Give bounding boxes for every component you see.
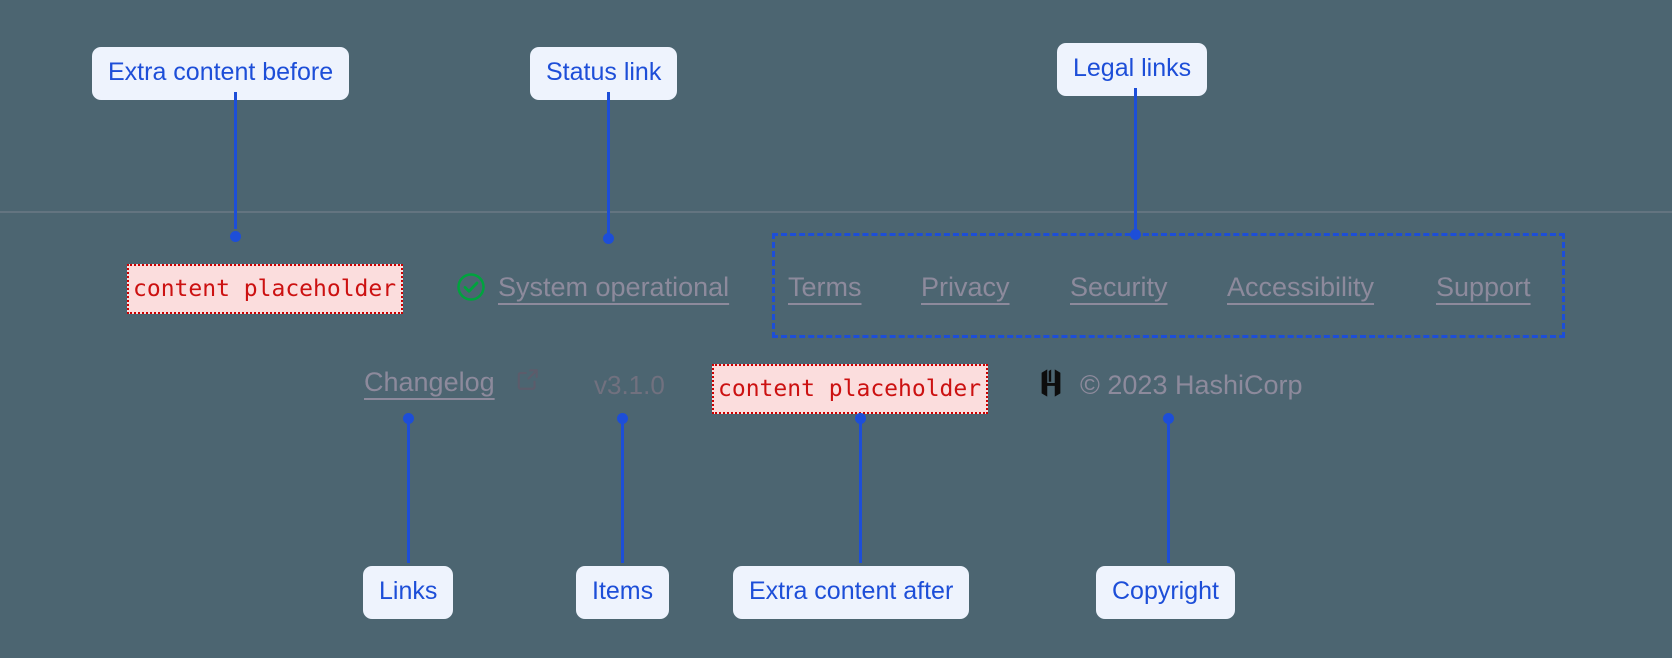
leader-line-legal-links (1134, 88, 1137, 233)
legal-links-highlight-box (772, 233, 1565, 338)
hashicorp-logo-icon (1036, 367, 1066, 399)
callout-legal-links: Legal links (1057, 43, 1208, 96)
leader-line-extra-content-before (234, 92, 237, 229)
legal-link-terms[interactable]: Terms (788, 272, 862, 302)
legal-link-support[interactable]: Support (1436, 272, 1531, 302)
callout-extra-content-after: Extra content after (733, 566, 970, 619)
leader-dot-status-link (603, 233, 614, 244)
status-link[interactable]: System operational (498, 272, 730, 302)
footer-top-divider (0, 211, 1672, 213)
leader-line-links (407, 418, 410, 563)
leader-dot-extra-content-before (230, 231, 241, 242)
callout-extra-content-before: Extra content before (92, 47, 350, 100)
changelog-link[interactable]: Changelog (364, 367, 495, 397)
callout-copyright: Copyright (1096, 566, 1235, 619)
leader-line-status-link (607, 92, 610, 237)
version-label: v3.1.0 (594, 370, 665, 400)
copyright-text: © 2023 HashiCorp (1080, 370, 1303, 400)
callout-links: Links (363, 566, 454, 619)
external-link-icon[interactable] (515, 366, 541, 392)
check-circle-icon (456, 272, 486, 302)
placeholder-extra-content-after: content placeholder (712, 364, 988, 414)
legal-link-security[interactable]: Security (1070, 272, 1168, 302)
callout-status-link: Status link (530, 47, 678, 100)
legal-link-accessibility[interactable]: Accessibility (1227, 272, 1375, 302)
leader-line-items (621, 418, 624, 563)
leader-line-extra-content-after (859, 418, 862, 563)
placeholder-extra-content-before: content placeholder (127, 264, 403, 314)
legal-link-privacy[interactable]: Privacy (921, 272, 1010, 302)
leader-line-copyright (1167, 418, 1170, 563)
callout-items: Items (576, 566, 670, 619)
